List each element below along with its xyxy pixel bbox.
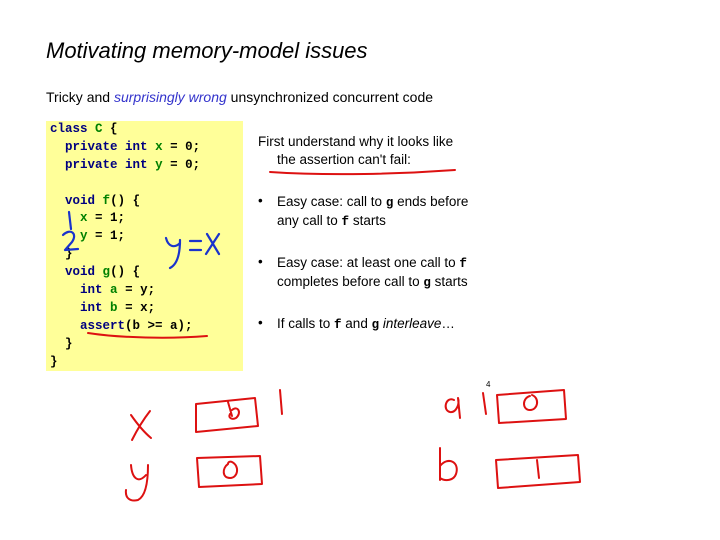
var-y-mark	[124, 464, 149, 502]
box-b	[495, 454, 581, 489]
code-line-7: y = 1;	[80, 229, 126, 244]
tick-a	[482, 392, 487, 415]
code-line-6: x = 1;	[80, 211, 126, 226]
code-line-9: void g() {	[65, 265, 141, 280]
intro-line-2: the assertion can't fail:	[277, 152, 411, 167]
intro-underline	[269, 169, 456, 176]
bullet-dot: •	[258, 315, 263, 330]
var-a-mark	[444, 397, 461, 419]
var-b-mark	[439, 447, 458, 482]
slide-subtitle: Tricky and surprisingly wrong unsynchron…	[46, 89, 433, 105]
bullet-dot: •	[258, 254, 263, 269]
intro-text: First understand why it looks like the a…	[258, 133, 453, 169]
box-a	[496, 389, 567, 424]
bullet-dot: •	[258, 193, 263, 208]
code-line-1: class C {	[50, 122, 118, 136]
slide-title: Motivating memory-model issues	[46, 38, 368, 63]
code-line-3: private int y = 0;	[65, 157, 201, 172]
page-number: 4	[486, 380, 491, 389]
code-line-10: int a = y;	[80, 283, 156, 298]
box-x-content	[227, 401, 240, 420]
code-line-11: int b = x;	[80, 300, 156, 315]
tick-mark	[279, 389, 283, 415]
subtitle-pre: Tricky and	[46, 89, 114, 105]
box-y	[196, 455, 263, 488]
code-line-14: }	[50, 354, 58, 369]
code-line-4	[50, 175, 200, 193]
box-x	[195, 397, 259, 433]
intro-line-1: First understand why it looks like	[258, 134, 454, 149]
code-line-13: }	[65, 336, 73, 351]
box-y-zero	[222, 460, 238, 479]
code-block: class C { private int x = 0; private int…	[46, 121, 243, 371]
code-line-8: }	[65, 247, 73, 262]
code-line-2: private int x = 0;	[65, 139, 201, 154]
code-line-12: assert(b >= a);	[80, 318, 193, 333]
code-line-5: void f() {	[65, 193, 141, 208]
box-a-zero	[523, 394, 538, 411]
subtitle-highlight: surprisingly wrong	[113, 89, 227, 105]
subtitle-post: unsynchronized concurrent code	[226, 89, 434, 105]
var-x-mark	[130, 410, 152, 441]
box-b-one	[536, 459, 540, 479]
